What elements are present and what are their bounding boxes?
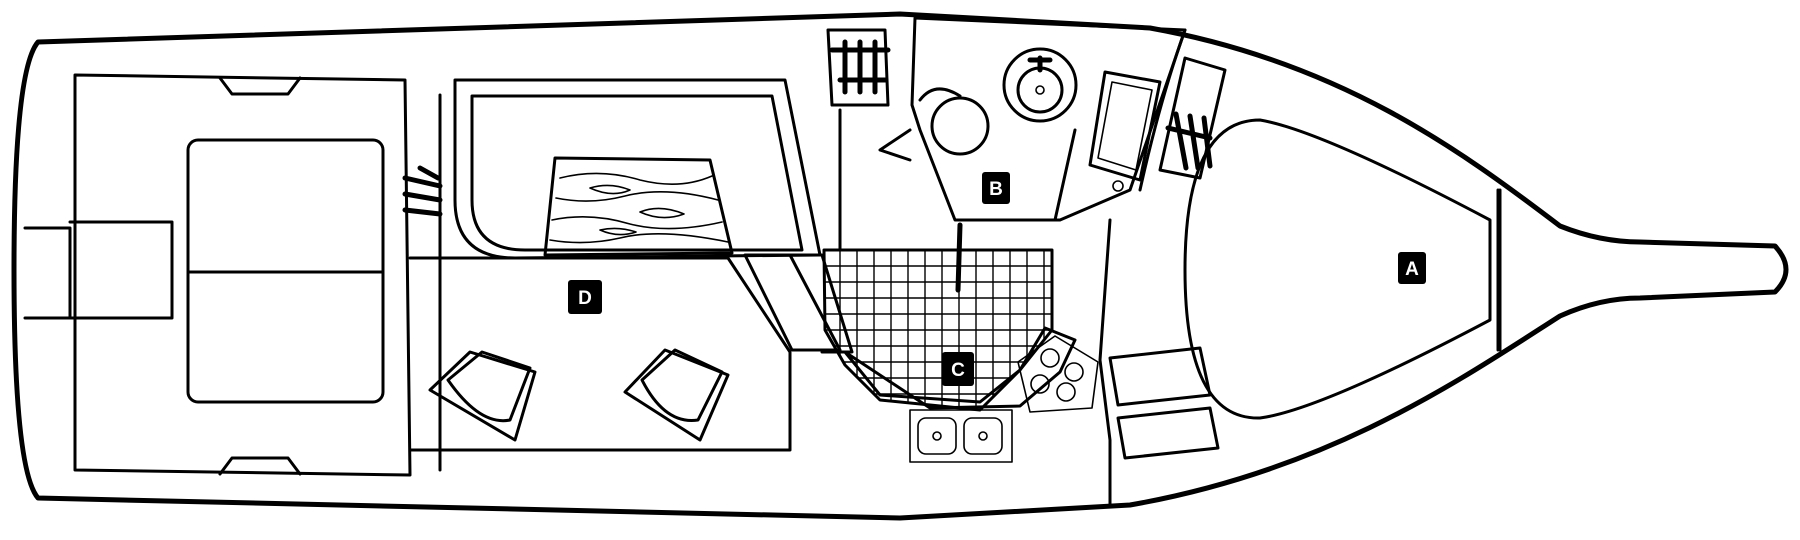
label-a-text: A xyxy=(1405,259,1419,280)
salon-table xyxy=(543,156,734,257)
aft-stairs xyxy=(402,165,443,217)
transom-step xyxy=(23,226,72,320)
head-door-swing xyxy=(878,128,912,162)
cleat-starboard-aft xyxy=(218,456,302,476)
sink-basin-1 xyxy=(917,417,957,455)
helm-stairs-rungs xyxy=(829,39,891,95)
cockpit-boundary xyxy=(73,73,412,477)
stove xyxy=(1017,335,1099,413)
chair-1 xyxy=(428,350,537,442)
galley-counter xyxy=(843,326,1077,410)
helm-stairs-outline xyxy=(826,28,890,107)
v-berth-outline xyxy=(1183,118,1492,420)
stove-burner-icon xyxy=(1056,382,1076,402)
shower-box xyxy=(1088,70,1162,182)
chair-2 xyxy=(623,348,730,442)
label-d-text: D xyxy=(578,288,592,309)
stove-burner-icon xyxy=(1064,362,1084,382)
faucet-icon xyxy=(1035,85,1045,95)
label-b-text: B xyxy=(989,179,1003,200)
hull-outline xyxy=(11,11,1789,521)
salon xyxy=(408,78,822,452)
aft-stairs-rungs xyxy=(402,165,443,217)
label-c: C xyxy=(942,352,974,386)
galley xyxy=(822,222,1099,463)
label-a: A xyxy=(1398,252,1426,284)
stove-outline xyxy=(1017,335,1099,413)
toilet-icon xyxy=(930,96,990,156)
faucet-spout xyxy=(1027,55,1053,73)
salon-table-grain xyxy=(549,172,729,244)
sink-basin-2 xyxy=(963,417,1003,455)
drain-icon xyxy=(932,431,942,441)
companionway-steps xyxy=(743,253,854,354)
forward-stairs-rungs xyxy=(1165,111,1213,171)
settee-outer xyxy=(453,78,822,260)
toilet-tank xyxy=(918,87,962,102)
swim-ladder-box xyxy=(68,220,174,320)
label-d: D xyxy=(568,280,602,314)
seat-cushion-1 xyxy=(1108,346,1212,407)
helm-stairs xyxy=(826,28,891,252)
sole-center-line xyxy=(955,222,963,293)
label-c-text: C xyxy=(951,360,965,381)
salon-floor xyxy=(408,256,792,452)
label-b: B xyxy=(982,172,1010,204)
forward-stairs-outline xyxy=(1158,56,1227,180)
galley-sink-outline xyxy=(909,409,1013,463)
forward-seating xyxy=(1108,346,1220,460)
cockpit xyxy=(68,73,442,477)
drain-icon xyxy=(978,431,988,441)
forward-passage-wall xyxy=(1098,28,1187,507)
head-partition xyxy=(1053,128,1077,222)
forward-stairs xyxy=(1098,28,1227,507)
hull xyxy=(11,11,1789,521)
shower-drain-icon xyxy=(1112,180,1124,192)
v-berth xyxy=(1183,118,1502,420)
settee-inner xyxy=(470,94,804,252)
stove-burner-icon xyxy=(1030,374,1050,394)
head-sink-basin xyxy=(1016,66,1064,114)
stove-burner-icon xyxy=(1040,348,1060,368)
galley-sink xyxy=(909,409,1013,463)
cleat-port-aft xyxy=(218,76,302,96)
shower-inner xyxy=(1097,81,1153,171)
seat-cushion-2 xyxy=(1116,406,1220,460)
head-sink-outer xyxy=(1002,47,1078,123)
